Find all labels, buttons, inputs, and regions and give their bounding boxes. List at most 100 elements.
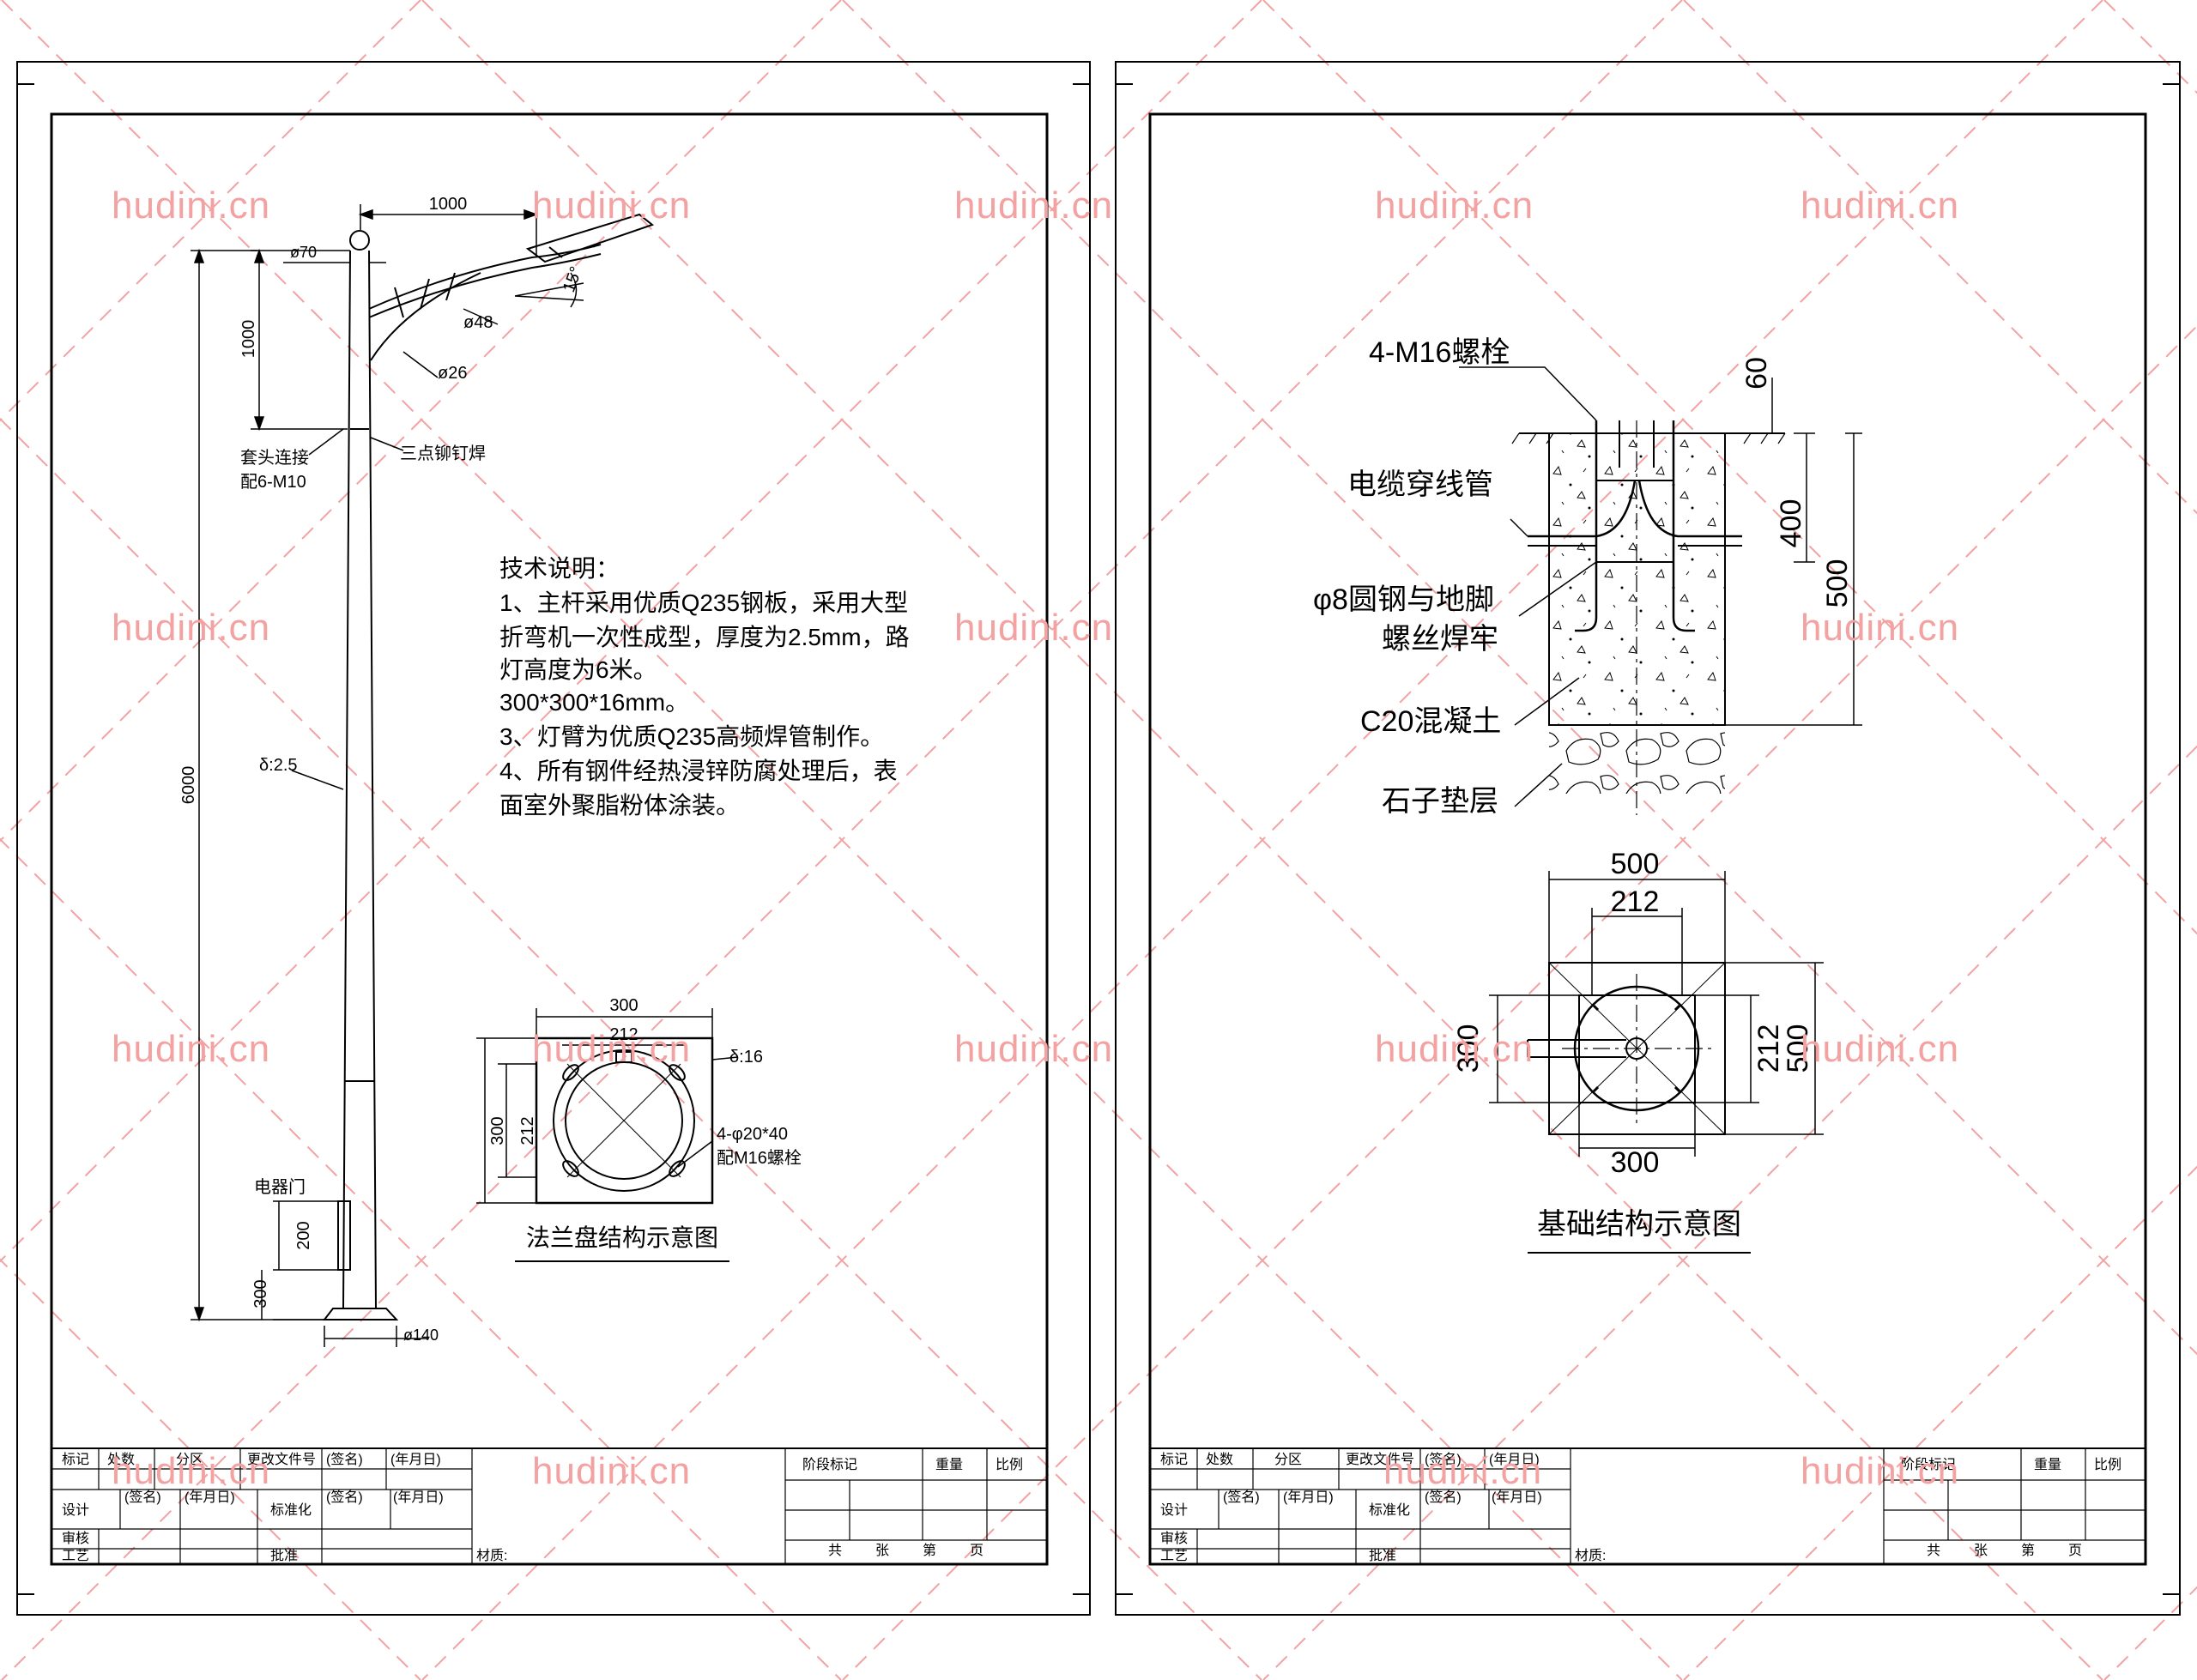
tb-stage: 阶段标记 bbox=[802, 1457, 857, 1472]
tb-material: 材质: bbox=[476, 1548, 507, 1563]
tb-cell: 批准 bbox=[1369, 1548, 1396, 1563]
label-rebar-1: φ8圆钢与地脚 bbox=[1313, 583, 1494, 616]
tb-cell: 工艺 bbox=[62, 1548, 89, 1563]
tb-stage: 阶段标记 bbox=[1901, 1457, 1956, 1472]
tb-cell: (年月日) bbox=[185, 1490, 235, 1505]
dim-door-offset: 300 bbox=[251, 1279, 270, 1308]
tb-cell: (年月日) bbox=[390, 1452, 441, 1467]
tb-cell: (签名) bbox=[326, 1452, 363, 1467]
notes-line: 灯高度为6米。 bbox=[499, 656, 657, 683]
label-door: 电器门 bbox=[254, 1177, 306, 1197]
dim-wall-thickness: δ:2.5 bbox=[259, 756, 298, 775]
label-sleeve-bolts: 配6-M10 bbox=[240, 473, 306, 492]
label-gravel: 石子垫层 bbox=[1382, 785, 1498, 818]
notes-line: 4、所有钢件经热浸锌防腐处理后，表 bbox=[499, 758, 898, 784]
dim-door-height: 200 bbox=[294, 1221, 313, 1249]
pole-dimension-lines bbox=[191, 204, 584, 1347]
tb-cell: (年月日) bbox=[393, 1490, 444, 1505]
tb-cell: (签名) bbox=[1425, 1490, 1462, 1505]
tb-scale: 比例 bbox=[2094, 1457, 2121, 1472]
tb-cell: 处数 bbox=[107, 1452, 135, 1467]
label-rivet-weld: 三点铆钉焊 bbox=[400, 444, 486, 463]
flange-bolts: 配M16螺栓 bbox=[717, 1148, 802, 1168]
tb-sheets: 张 bbox=[875, 1543, 889, 1558]
label-sleeve: 套头连接 bbox=[240, 448, 309, 468]
plan-dim-left: 300 bbox=[1452, 1024, 1485, 1073]
tb-sheets: 张 bbox=[1974, 1543, 1988, 1558]
notes-line: 折弯机一次性成型，厚度为2.5mm，路 bbox=[499, 624, 910, 650]
notes-line: 3、灯臂为优质Q235高频焊管制作。 bbox=[499, 723, 884, 750]
flange-dim-inner-width: 212 bbox=[609, 1025, 638, 1044]
notes-line: 1、主杆采用优质Q235钢板，采用大型 bbox=[499, 589, 908, 616]
flange-plate-view bbox=[476, 1008, 739, 1262]
tb-page: 第 bbox=[923, 1543, 936, 1558]
tb-cell: 标准化 bbox=[270, 1502, 312, 1518]
dim-upper-height: 1000 bbox=[239, 320, 258, 359]
dim-pole-top-dia: ø70 bbox=[290, 244, 317, 261]
tb-cell: 批准 bbox=[270, 1548, 298, 1563]
label-anchor-bolts: 4-M16螺栓 bbox=[1369, 336, 1510, 369]
dim-arm-length: 1000 bbox=[429, 195, 468, 214]
tb-cell: 设计 bbox=[62, 1502, 89, 1518]
tb-material: 材质: bbox=[1575, 1548, 1606, 1563]
tb-total: 共 bbox=[828, 1543, 842, 1558]
notes-line: 面室外聚脂粉体涂装。 bbox=[499, 792, 740, 819]
tb-page-unit: 页 bbox=[970, 1544, 984, 1558]
tb-cell: (签名) bbox=[1223, 1490, 1260, 1505]
tb-total: 共 bbox=[1927, 1543, 1940, 1558]
tb-cell: (签名) bbox=[124, 1490, 161, 1505]
dim-top: 60 bbox=[1740, 357, 1773, 390]
tb-cell: 更改文件号 bbox=[247, 1452, 316, 1467]
plan-dim-bottom: 300 bbox=[1611, 1146, 1660, 1179]
tb-cell: 处数 bbox=[1206, 1452, 1233, 1467]
tb-cell: 审核 bbox=[1160, 1531, 1188, 1546]
dim-mid: 400 bbox=[1775, 499, 1807, 548]
label-conduit: 电缆穿线管 bbox=[1347, 468, 1493, 501]
flange-title: 法兰盘结构示意图 bbox=[526, 1224, 718, 1251]
foundation-section bbox=[1459, 366, 1862, 815]
dim-arm-dia: ø48 bbox=[463, 313, 493, 332]
technical-notes: 技术说明： 1、主杆采用优质Q235钢板，采用大型 折弯机一次性成型，厚度为2.… bbox=[499, 555, 910, 819]
dim-total-height: 6000 bbox=[179, 766, 198, 805]
tb-cell: (年月日) bbox=[1489, 1452, 1540, 1467]
dim-base-dia: ø140 bbox=[403, 1326, 439, 1344]
dim-depth: 500 bbox=[1821, 559, 1854, 608]
flange-holes: 4-φ20*40 bbox=[717, 1125, 788, 1144]
lamp-pole-elevation bbox=[322, 213, 655, 1320]
tb-cell: 标准化 bbox=[1369, 1502, 1410, 1518]
tb-cell: 更改文件号 bbox=[1346, 1452, 1414, 1467]
sheet-frames bbox=[16, 61, 2181, 1616]
label-concrete: C20混凝土 bbox=[1360, 705, 1501, 738]
dim-brace-dia: ø26 bbox=[438, 364, 467, 383]
tb-weight: 重量 bbox=[2034, 1457, 2061, 1472]
plan-dim-outer-right: 500 bbox=[1782, 1024, 1814, 1073]
tb-cell: 分区 bbox=[176, 1452, 203, 1467]
flange-thickness: δ:16 bbox=[729, 1048, 763, 1067]
tb-cell: (年月日) bbox=[1492, 1490, 1542, 1505]
plan-dim-inner-top: 212 bbox=[1611, 885, 1660, 918]
notes-title: 技术说明： bbox=[499, 555, 620, 582]
flange-dim-height: 300 bbox=[488, 1116, 507, 1145]
notes-line: 300*300*16mm。 bbox=[499, 689, 689, 716]
tb-cell: (签名) bbox=[1425, 1452, 1462, 1467]
tb-cell: 设计 bbox=[1160, 1502, 1188, 1518]
tb-cell: (年月日) bbox=[1283, 1490, 1334, 1505]
tb-cell: 标记 bbox=[1160, 1452, 1188, 1467]
plan-dim-outer-top: 500 bbox=[1611, 848, 1660, 880]
tb-page: 第 bbox=[2021, 1543, 2035, 1558]
foundation-plan bbox=[1489, 871, 1824, 1254]
plan-dim-inner-right: 212 bbox=[1752, 1024, 1785, 1073]
tb-cell: 分区 bbox=[1274, 1452, 1302, 1467]
title-block-sheet2 bbox=[1149, 1447, 2146, 1565]
flange-dim-width: 300 bbox=[609, 996, 638, 1015]
tb-weight: 重量 bbox=[935, 1457, 963, 1472]
dim-tilt-angle: 15° bbox=[560, 264, 586, 295]
tb-page-unit: 页 bbox=[2068, 1544, 2082, 1558]
tb-cell: 工艺 bbox=[1160, 1548, 1188, 1563]
title-block-sheet1 bbox=[51, 1447, 1048, 1565]
tb-cell: 审核 bbox=[62, 1531, 89, 1546]
tb-scale: 比例 bbox=[996, 1457, 1023, 1472]
label-rebar-2: 螺丝焊牢 bbox=[1382, 623, 1498, 656]
